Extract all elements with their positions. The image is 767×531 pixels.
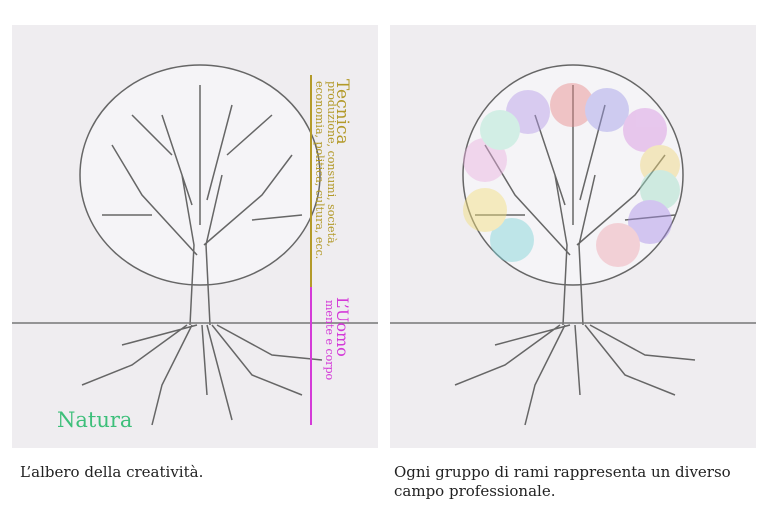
tree-drawing — [12, 64, 378, 426]
tree-illustration-left: Tecnica produzione, consumi, società, ec… — [12, 25, 378, 448]
right-caption-line-2: campo professionale. — [394, 482, 556, 500]
tecnica-line-1: produzione, consumi, società, — [325, 81, 338, 248]
branch-group-bubbles — [463, 83, 680, 267]
right-caption-line-1: Ogni gruppo di rami rappresenta un diver… — [394, 463, 731, 481]
tree-illustration-right — [390, 25, 756, 448]
right-caption: Ogni gruppo di rami rappresenta un diver… — [394, 463, 731, 501]
tree-drawing-colored — [390, 64, 756, 426]
natura-label: Natura — [57, 408, 133, 432]
left-caption: L’albero della creatività. — [20, 463, 204, 481]
tecnica-line-2: economia, politica, cultura, ecc. — [313, 81, 326, 260]
uomo-description: mente e corpo — [323, 300, 336, 381]
tecnica-description: produzione, consumi, società, economia, … — [313, 81, 338, 260]
